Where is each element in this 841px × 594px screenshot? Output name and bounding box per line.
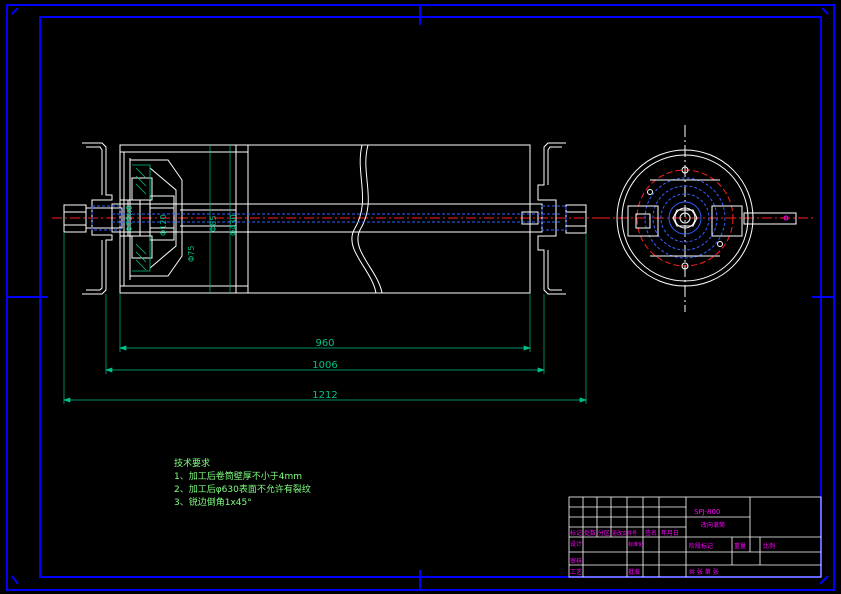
diameter-labels: Φ85 Φ430 Φ120 Φ75 Φ75h6 (125, 205, 238, 262)
tb-sheets: 共 张 第 张 (689, 568, 719, 576)
tb-change-doc: 更改文件号 (612, 530, 637, 537)
tb-scale: 比例 (763, 542, 775, 550)
roller-section-view (52, 142, 600, 295)
notes-line-1: 1、加工后卷筒壁厚不小于4mm (174, 472, 302, 482)
tb-weight: 重量 (734, 542, 746, 550)
roller-end-view (600, 125, 815, 312)
notes-line-3: 3、锐边倒角1x45° (174, 498, 252, 508)
hidden-details (91, 205, 567, 231)
centering-marks (7, 5, 834, 590)
dia-430-label: Φ430 (229, 214, 238, 236)
tb-zone: 分区 (598, 529, 610, 537)
tb-drawing-no: SPJ-800 (694, 508, 720, 516)
tb-date: 年月日 (661, 529, 679, 537)
dim-960-label: 960 (315, 338, 334, 349)
dia-75h6-label: Φ75h6 (125, 205, 134, 232)
title-block (568, 496, 822, 578)
tb-qty: 处数 (584, 529, 596, 537)
horizontal-dimensions (62, 232, 588, 404)
tb-mark: 标记 (570, 529, 582, 537)
tb-sign: 签名 (645, 529, 657, 537)
dim-1212-label: 1212 (312, 390, 337, 401)
tb-part-name: 改向滚筒 (701, 521, 725, 529)
tb-stage-mark: 阶段标记 (689, 542, 713, 550)
tb-approve: 批准 (628, 568, 640, 576)
dim-1006-label: 1006 (312, 360, 337, 371)
hatch-details (132, 164, 151, 272)
notes-title: 技术要求 (174, 459, 211, 469)
technical-requirements: 技术要求 1、加工后卷筒壁厚不小于4mm 2、加工后φ630表面不允许有裂纹 3… (174, 458, 311, 510)
notes-line-2: 2、加工后φ630表面不允许有裂纹 (174, 485, 311, 495)
tb-standard: 标准化 (628, 541, 643, 548)
dia-75-label: Φ75 (187, 246, 196, 262)
tb-process: 工艺 (570, 568, 582, 576)
tb-review: 审核 (570, 557, 582, 565)
dia-120-label: Φ120 (159, 214, 168, 236)
dia-85-label: Φ85 (209, 216, 218, 232)
tb-design: 设计 (570, 540, 582, 548)
